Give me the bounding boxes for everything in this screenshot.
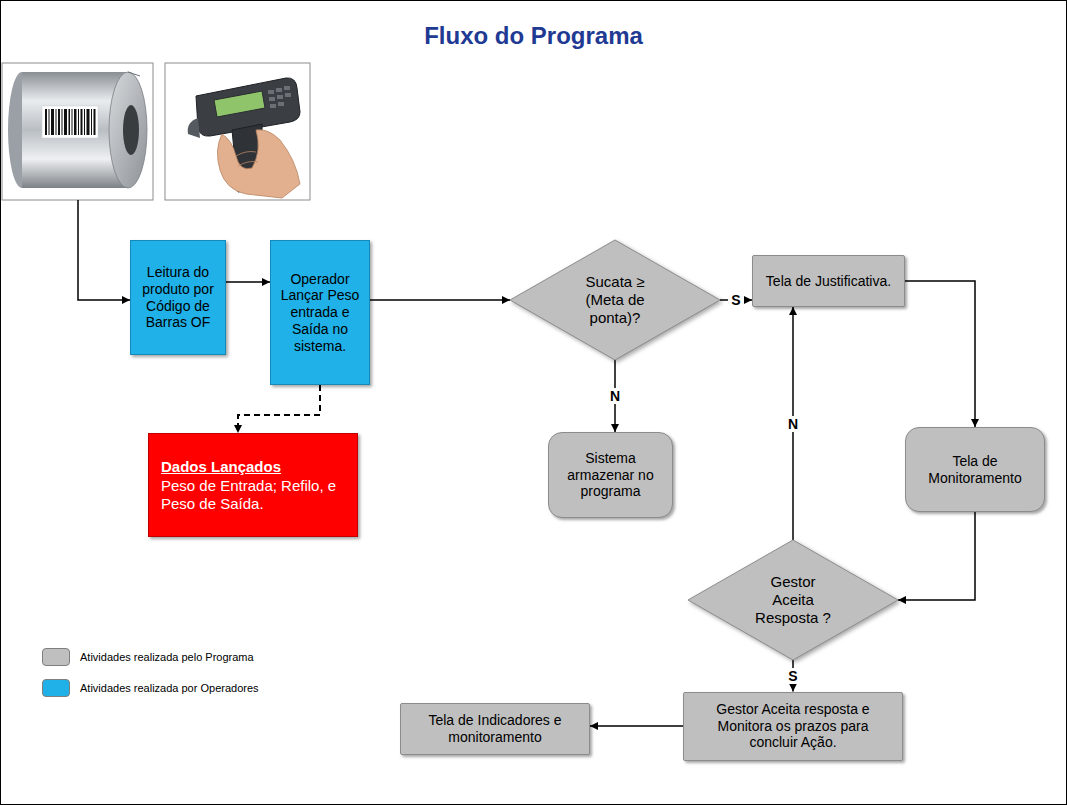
node-content: Gestor Aceita Resposta ? bbox=[751, 573, 835, 627]
node-content: Leitura do produto por Código de Barras … bbox=[136, 264, 220, 331]
operator-box: Operador Lançar Peso entrada e Saída no … bbox=[270, 240, 370, 385]
diamond-outline bbox=[510, 240, 720, 360]
flow-connector bbox=[238, 385, 320, 433]
node-text: Sistema armazenar no programa bbox=[557, 450, 664, 500]
flow-connector bbox=[905, 281, 975, 427]
flow-connector bbox=[370, 299, 510, 301]
flow-connector bbox=[226, 281, 270, 283]
node-text: Tela de Monitoramento bbox=[914, 453, 1036, 487]
process-box: Tela de Justificativa. bbox=[752, 255, 905, 307]
branch-label: N bbox=[607, 388, 623, 404]
legend-row: Atividades realizada por Operadores bbox=[42, 679, 259, 697]
process-box: Gestor Aceita resposta e Monitora os pra… bbox=[683, 692, 903, 761]
feed-arrow bbox=[78, 200, 130, 300]
node-text: Peso de Entrada; Refilo, e Peso de Saída… bbox=[161, 477, 345, 513]
decision-diamond: Sucata ≥ (Meta de ponta)? bbox=[510, 240, 720, 360]
flow-connector bbox=[590, 725, 683, 727]
coil-picture bbox=[2, 63, 153, 200]
node-text: Tela de Indicadores e monitoramento bbox=[407, 712, 583, 746]
legend-swatch bbox=[42, 648, 70, 666]
node-content: Operador Lançar Peso entrada e Saída no … bbox=[276, 271, 364, 355]
node-content: Gestor Aceita resposta e Monitora os pra… bbox=[692, 701, 894, 751]
flow-connector bbox=[898, 512, 975, 600]
node-text: Operador Lançar Peso entrada e Saída no … bbox=[276, 271, 364, 355]
legend-text: Atividades realizada por Operadores bbox=[80, 682, 259, 694]
node-content: Tela de Justificativa. bbox=[759, 273, 898, 290]
node-text: Leitura do produto por Código de Barras … bbox=[136, 264, 220, 331]
node-content: Sistema armazenar no programa bbox=[557, 450, 664, 500]
process-box: Tela de Monitoramento bbox=[905, 427, 1045, 512]
operator-box: Leitura do produto por Código de Barras … bbox=[130, 240, 226, 355]
branch-label: N bbox=[785, 416, 801, 432]
title: Fluxo do Programa bbox=[0, 22, 1067, 50]
legend-swatch bbox=[42, 679, 70, 697]
node-content: Dados LançadosPeso de Entrada; Refilo, e… bbox=[161, 458, 345, 513]
node-text: Tela de Justificativa. bbox=[759, 273, 898, 290]
node-heading: Dados Lançados bbox=[161, 458, 345, 476]
node-text: Sucata ≥ (Meta de ponta)? bbox=[567, 273, 663, 327]
diamond-outline bbox=[688, 540, 898, 660]
process-box: Sistema armazenar no programa bbox=[548, 432, 673, 518]
scanner-picture bbox=[165, 63, 310, 200]
branch-label: S bbox=[728, 292, 743, 308]
legend-row: Atividades realizada pelo Programa bbox=[42, 648, 254, 666]
node-text: Gestor Aceita resposta e Monitora os pra… bbox=[692, 701, 894, 751]
decision-diamond: Gestor Aceita Resposta ? bbox=[688, 540, 898, 660]
node-content: Tela de Indicadores e monitoramento bbox=[407, 712, 583, 746]
legend-text: Atividades realizada pelo Programa bbox=[80, 651, 254, 663]
branch-label: S bbox=[785, 668, 800, 684]
data-box: Dados LançadosPeso de Entrada; Refilo, e… bbox=[148, 433, 358, 537]
process-box: Tela de Indicadores e monitoramento bbox=[400, 703, 590, 755]
node-content: Sucata ≥ (Meta de ponta)? bbox=[567, 273, 663, 327]
node-text: Gestor Aceita Resposta ? bbox=[751, 573, 835, 627]
node-content: Tela de Monitoramento bbox=[914, 453, 1036, 487]
